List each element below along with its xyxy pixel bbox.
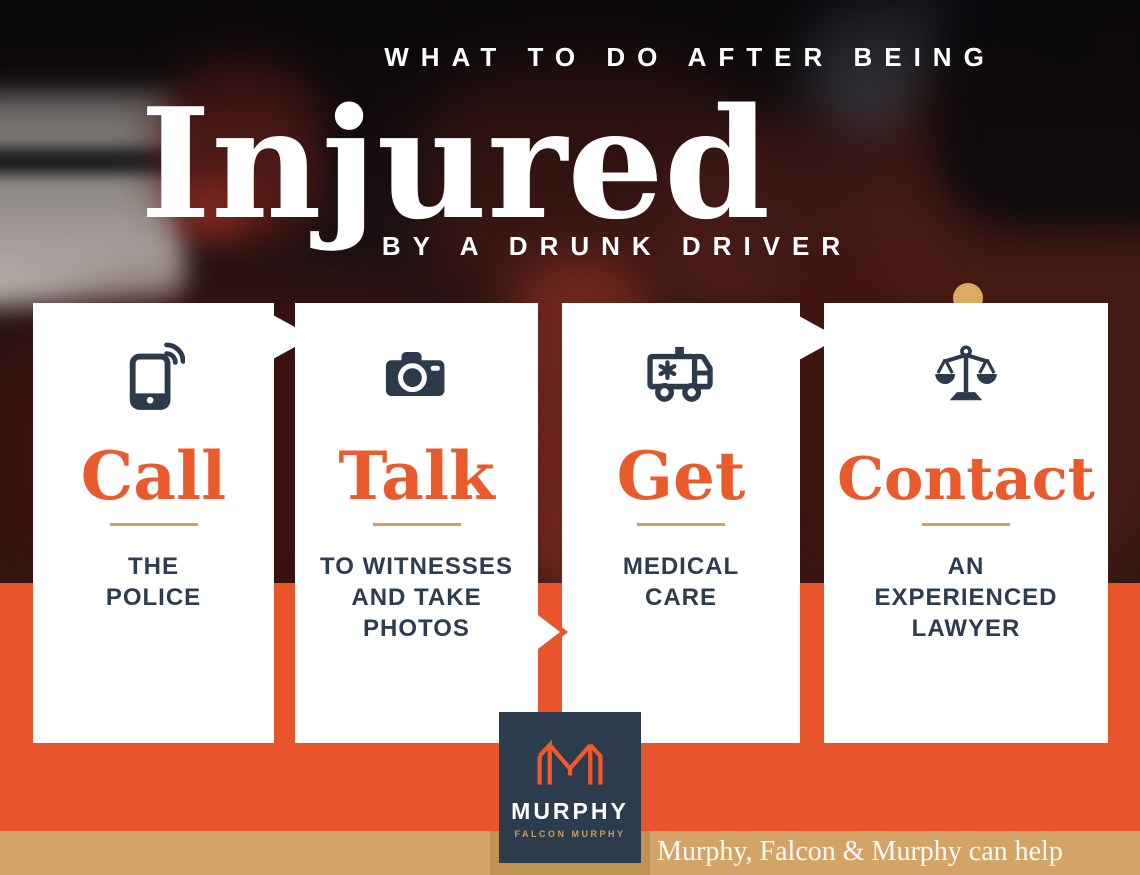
step-heading: Contact <box>837 444 1095 513</box>
scales-icon <box>824 335 1108 413</box>
ambulance-icon <box>562 335 800 413</box>
step-description: AN EXPERIENCED LAWYER <box>874 553 1058 642</box>
step-card-talk: Talk TO WITNESSES AND TAKE PHOTOS <box>295 303 538 743</box>
step-heading: Get <box>616 437 746 515</box>
page-title: Injured <box>140 74 771 253</box>
step-description: THE POLICE <box>105 553 202 611</box>
divider-line <box>637 523 725 526</box>
step-heading: Talk <box>338 437 495 515</box>
step-card-contact: Contact AN EXPERIENCED LAWYER <box>824 303 1108 743</box>
divider-line <box>922 523 1010 526</box>
step-card-call: Call THE POLICE <box>33 303 274 743</box>
step-card-get: Get MEDICAL CARE <box>562 303 800 743</box>
firm-logo: MURPHY FALCON MURPHY <box>499 712 641 863</box>
step-description: TO WITNESSES AND TAKE PHOTOS <box>320 553 513 642</box>
logo-subname: FALCON MURPHY <box>514 829 626 839</box>
logo-name: MURPHY <box>511 798 629 824</box>
step-description: MEDICAL CARE <box>622 553 740 611</box>
phone-icon <box>33 335 274 413</box>
m-monogram-icon <box>528 734 612 793</box>
divider-line <box>109 523 198 526</box>
footer-tagline: Murphy, Falcon & Murphy can help <box>657 836 1063 867</box>
header-subtitle: BY A DRUNK DRIVER <box>381 231 853 261</box>
divider-line <box>372 523 461 526</box>
step-heading: Call <box>80 437 227 515</box>
camera-icon <box>295 335 538 413</box>
header-kicker: WHAT TO DO AFTER BEING <box>384 42 996 72</box>
